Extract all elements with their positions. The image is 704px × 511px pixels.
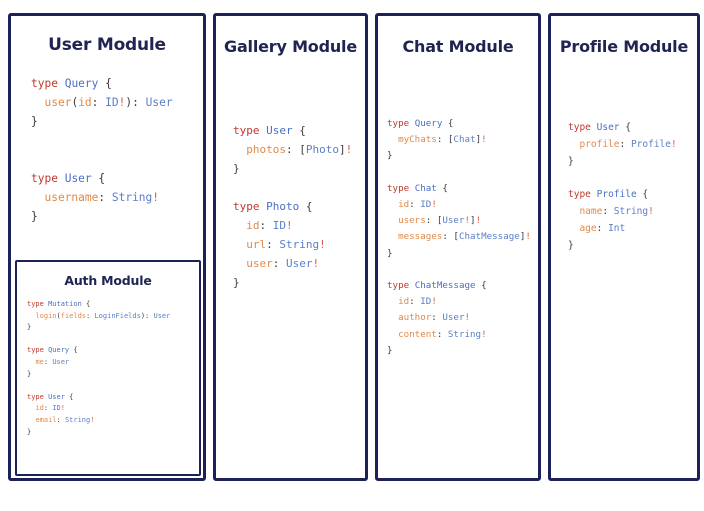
code-line: } [233,276,240,289]
code-line: } [31,115,38,128]
code-line [31,131,203,150]
code-line: } [568,239,574,251]
code-line: type User { [27,392,74,401]
code-line: login(fields: LoginFields): User [35,311,171,320]
code-line [233,178,365,197]
code-line [27,380,199,392]
code-line: name: String! [579,205,654,217]
code-line: } [27,323,32,332]
code-line [568,170,697,187]
module-card-gallery[interactable]: Gallery Module type User { photos: [Phot… [213,13,368,481]
code-line: type Photo { [233,200,313,213]
code-line: id: ID! [35,404,65,413]
module-title-gallery: Gallery Module [224,37,357,56]
module-title-user: User Module [48,35,166,55]
code-line: } [387,344,393,356]
code-line: type User { [31,172,106,185]
code-line: id: ID! [246,219,293,232]
module-title-auth: Auth Module [64,273,152,288]
code-line: type Mutation { [27,300,91,308]
code-line: type User { [568,122,631,133]
code-line: messages: [ChatMessage]! [398,231,531,243]
module-title-chat: Chat Module [402,37,514,56]
code-line [387,262,538,278]
code-line: type Query { [387,118,454,129]
code-line: age: Int [579,222,626,234]
code-line: } [27,369,32,378]
module-card-user[interactable]: User Module type Query { user(id: ID!): … [8,13,206,481]
code-line: } [27,427,32,436]
code-block-auth: type Mutation { login(fields: LoginField… [27,299,199,438]
module-title-profile: Profile Module [559,37,689,56]
code-line: username: String! [44,191,160,204]
code-line: id: ID! [398,296,437,308]
code-line: email: String! [35,415,95,424]
code-line: type Query { [31,77,112,90]
code-line: type User { [233,124,306,137]
code-line: type Chat { [387,182,448,194]
code-line: user(id: ID!): User [44,96,173,109]
code-line: photos: [Photo]! [246,143,353,156]
code-line: user: User! [246,257,320,270]
module-card-auth[interactable]: Auth Module type Mutation { login(fields… [15,260,201,476]
code-line: author: User! [398,312,471,324]
module-card-chat[interactable]: Chat Module type Query { myChats: [Chat]… [375,13,541,481]
code-line: } [233,162,240,175]
code-line: type Profile { [568,189,649,201]
code-block-chat: type Query { myChats: [Chat]!} type Chat… [387,116,538,359]
code-line: } [387,247,393,259]
code-line: id: ID! [398,199,437,211]
code-line [31,150,203,169]
code-line: type Query { [27,346,78,355]
code-line: type ChatMessage { [387,280,487,292]
code-line: } [387,150,393,162]
code-line: users: [User!]! [398,215,482,227]
code-line: profile: Profile! [579,138,677,150]
code-line: url: String! [246,238,326,251]
code-line: myChats: [Chat]! [398,134,487,146]
code-line: } [568,155,574,167]
code-line: content: String! [398,328,487,340]
code-block-gallery: type User { photos: [Photo]!} type Photo… [233,121,365,292]
code-block-profile: type User { profile: Profile!} type Prof… [568,120,697,254]
code-line: } [31,210,38,223]
code-line [27,334,199,346]
module-card-profile[interactable]: Profile Module type User { profile: Prof… [548,13,700,481]
code-line [387,165,538,181]
code-line: me: User [35,357,70,366]
code-block-user: type Query { user(id: ID!): User} type U… [31,74,203,226]
